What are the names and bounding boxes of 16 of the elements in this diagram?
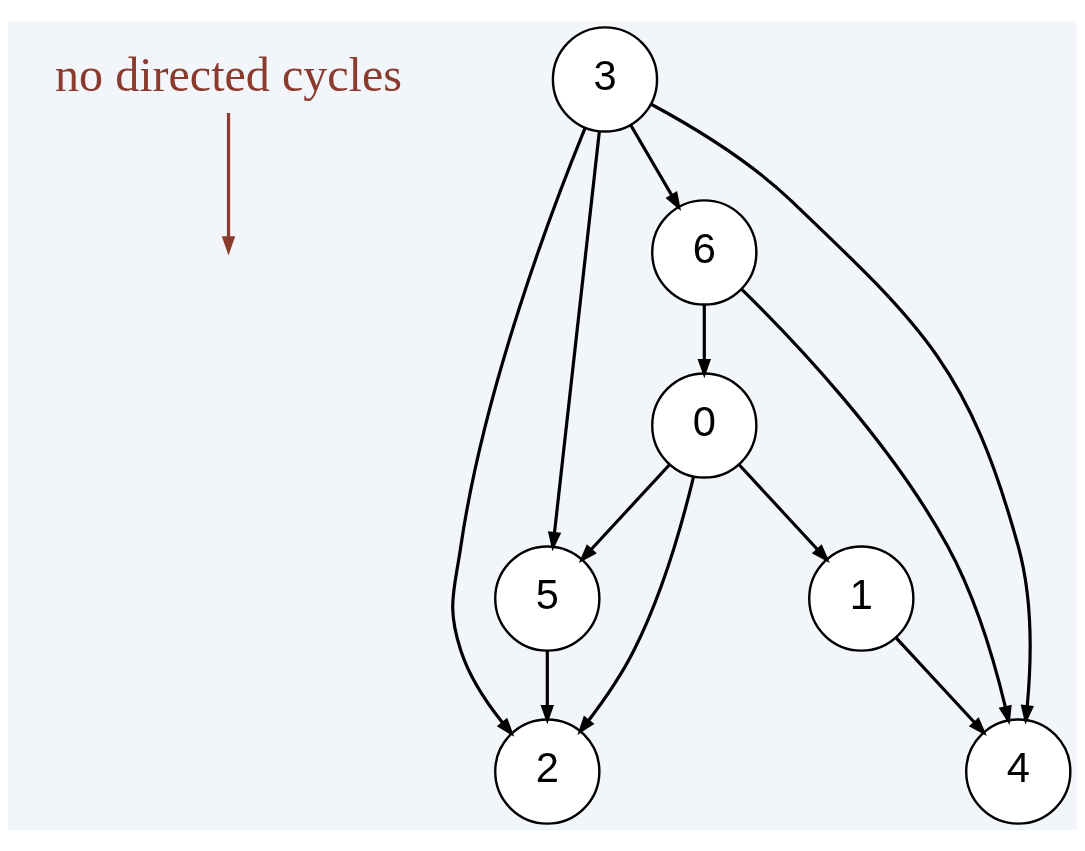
arrow bbox=[740, 288, 1012, 725]
arrow bbox=[451, 127, 587, 737]
arrow bbox=[697, 304, 712, 379]
node-text: no directed cycles bbox=[55, 48, 402, 102]
node-circle: 3 bbox=[551, 26, 659, 133]
arrow bbox=[629, 124, 682, 212]
node-circle: 0 bbox=[651, 372, 758, 479]
arrow bbox=[650, 102, 1035, 725]
arrow bbox=[578, 463, 671, 563]
arrow bbox=[221, 113, 236, 256]
arrow bbox=[577, 476, 696, 735]
arrow bbox=[540, 650, 555, 725]
node-circle: 6 bbox=[651, 199, 758, 306]
arrow bbox=[737, 463, 830, 563]
arrow bbox=[894, 636, 987, 736]
arrow bbox=[547, 131, 601, 552]
